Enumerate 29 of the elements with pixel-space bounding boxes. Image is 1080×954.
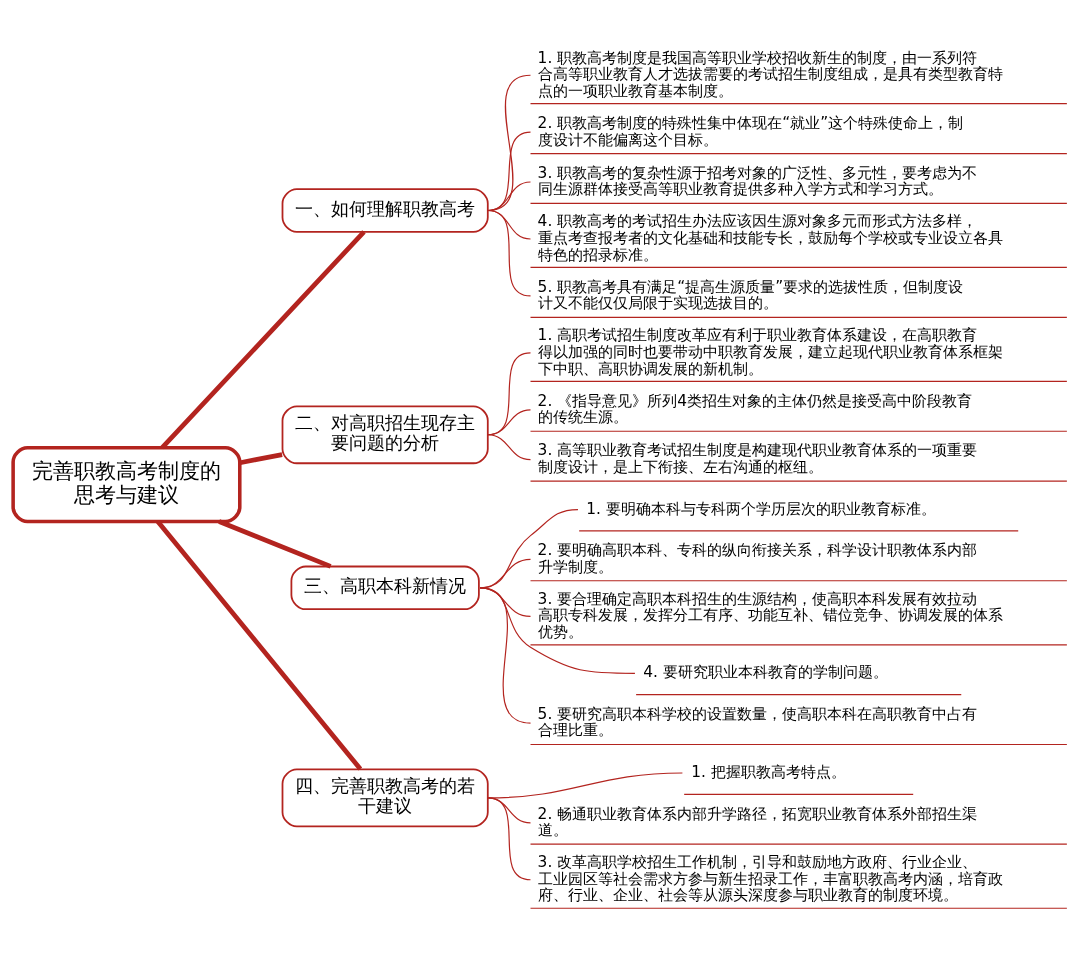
connector — [160, 229, 366, 449]
node-box: 二、对高职招生现存主要问题的分析 — [281, 404, 489, 464]
node-text: 2. 《指导意见》所列4类招生对象的主体仍然是接受高中阶段教育的传统生源。 — [537, 391, 973, 426]
connector — [155, 519, 363, 771]
node-text: 1. 要明确本科与专科两个学历层次的职业教育标准。 — [586, 499, 936, 518]
node-text: 4. 要研究职业本科教育的学制问题。 — [643, 662, 888, 681]
node-box: 一、如何理解职教高考 — [281, 187, 489, 233]
node-text: 4. 职教高考的考试招生办法应该因生源对象多元而形式方法多样，重点考查报考者的文化基础和技能专长，鼓励每个学校或专业设立各具特色的招录标准。 — [537, 211, 1003, 264]
node-text: 3. 改革高职学校招生工作机制，引导和鼓励地方政府、行业企业、工业园区等社会需求方参与新生招录工作，丰富职教高考内涵，培育政府、行业、企业、社会等从源头深度参与职业教育的制度环境。 — [537, 852, 1003, 904]
node-text: 5. 职教高考具有满足“提高生源质量”要求的选拔性质，但制度设计又不能仅仅局限于实现选拔目的。 — [537, 277, 964, 312]
connector — [239, 451, 283, 465]
node-text: 3. 要合理确定高职本科招生的生源结构，使高职本科发展有效拉动高职专科发展，发挥分工有序、功能互补、错位竞争、协调发展的体系优势。 — [537, 589, 1003, 641]
node-box: 四、完善职教高考的若干建议 — [281, 768, 489, 827]
node-text: 1. 把握职教高考特点。 — [691, 762, 846, 781]
node-text: 1. 高职考试招生制度改革应有利于职业教育体系建设，在高职教育得以加强的同时也要带动中职教育发展，建立起现代职业教育体系框架下中职、高职协调发展的新机制。 — [537, 325, 1003, 378]
connector — [218, 518, 332, 569]
node-text: 3. 职教高考的复杂性源于招考对象的广泛性、多元性，要考虑为不同生源群体接受高等职业教育提供多种入学方式和学习方式。 — [537, 163, 978, 198]
node-text: 5. 要研究高职本科学校的设置数量，使高职本科在高职教育中占有合理比重。 — [537, 704, 978, 739]
connector — [487, 433, 532, 460]
node-text: 3. 高等职业教育考试招生制度是构建现代职业教育体系的一项重要制度设计，是上下衔接、左右沟通的枢纽。 — [537, 440, 978, 476]
node-text: 1. 职教高考制度是我国高等职业学校招收新生的制度，由一系列符合高等职业教育人才选拔需要的考试招生制度组成，是具有类型教育特点的一项职业教育基本制度。 — [537, 48, 1003, 100]
node-box: 完善职教高考制度的思考与建议 — [11, 445, 242, 523]
node-box: 三、高职本科新情况 — [290, 565, 480, 610]
connector — [487, 209, 532, 297]
node-text: 2. 畅通职业教育体系内部升学路径，拓宽职业教育体系外部招生渠道。 — [537, 804, 978, 839]
node-text: 2. 职教高考制度的特殊性集中体现在“就业”这个特殊使命上，制度设计不能偏离这个目标。 — [537, 113, 964, 149]
connector — [479, 586, 532, 724]
connector — [487, 796, 532, 880]
node-text: 2. 要明确高职本科、专科的纵向衔接关系，科学设计职教体系内部升学制度。 — [537, 540, 978, 576]
